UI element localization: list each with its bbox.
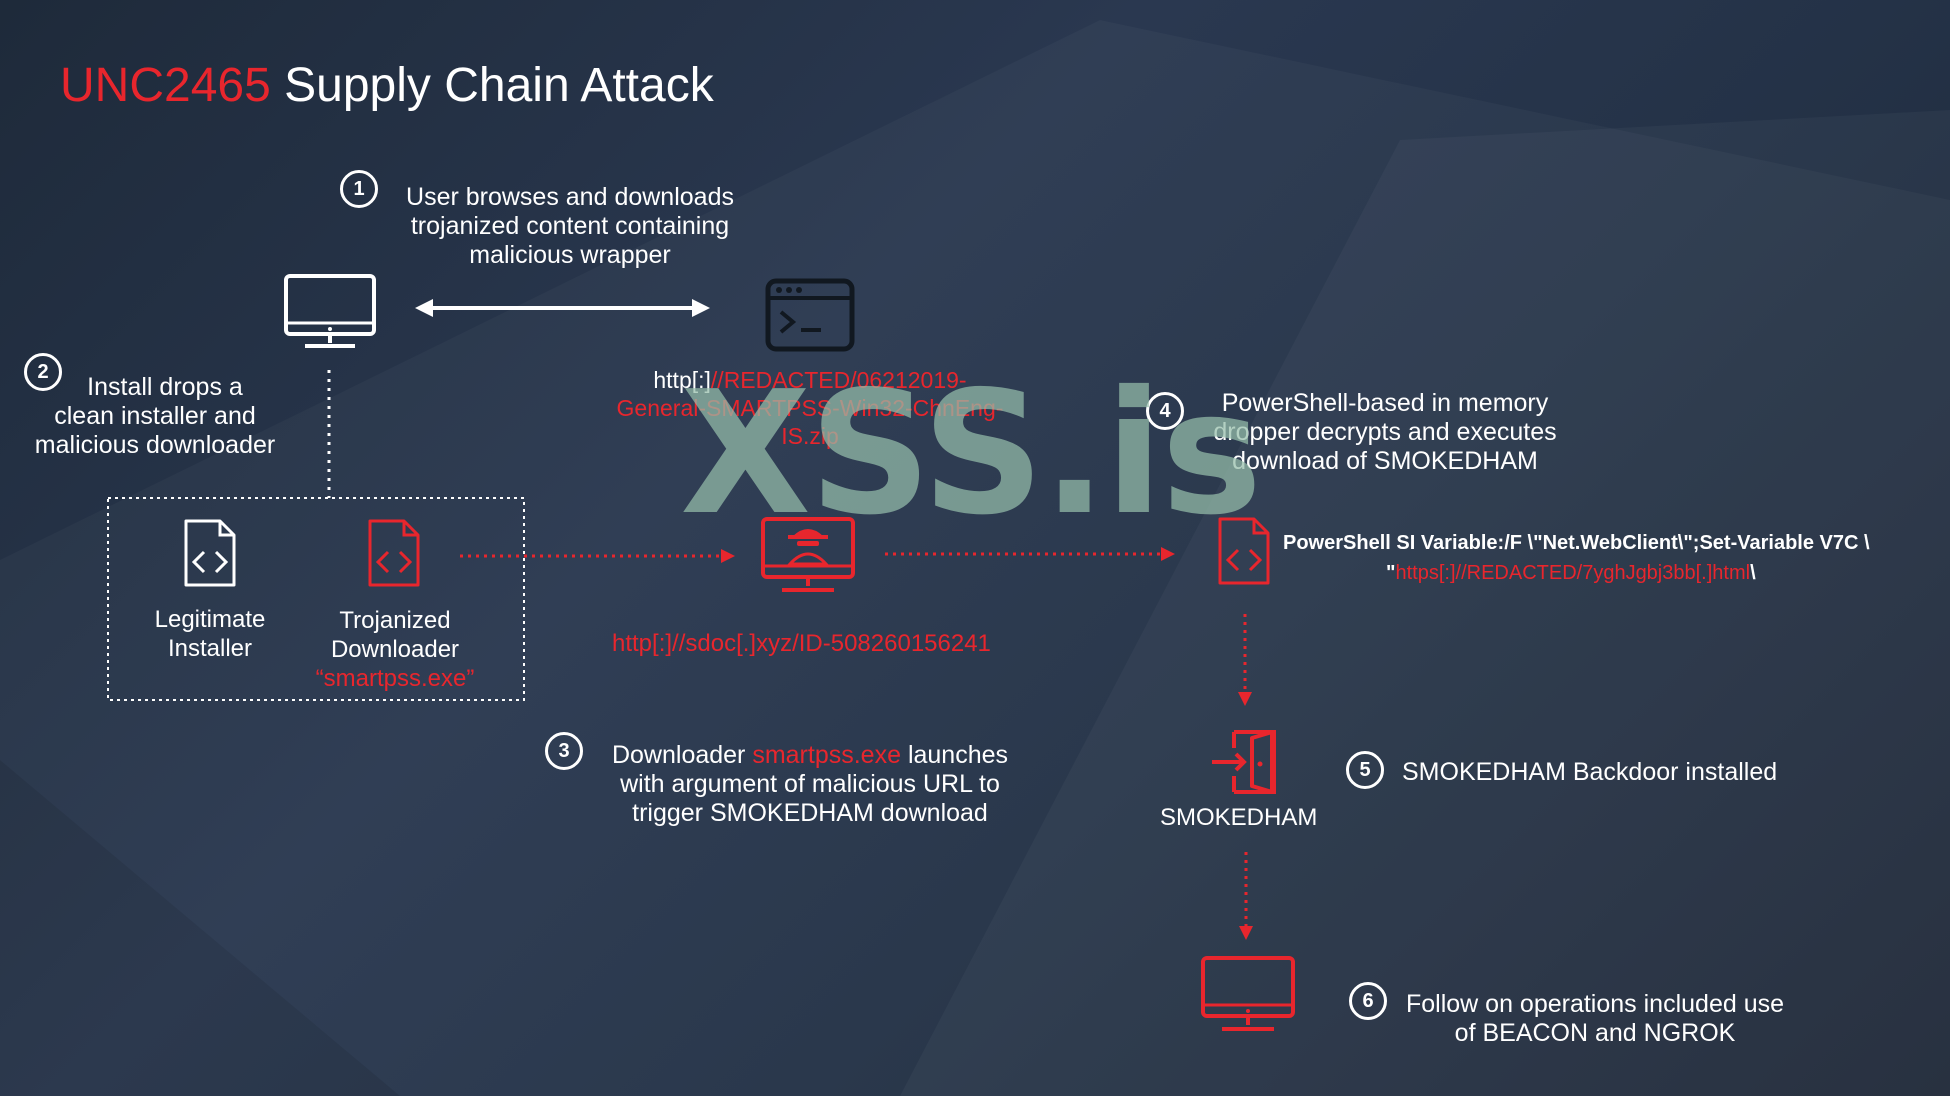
installer-box bbox=[107, 497, 525, 701]
trojan-file-name: “smartpss.exe” bbox=[315, 665, 475, 692]
door-exit-icon bbox=[1212, 730, 1276, 794]
legit-installer-label: Legitimate Installer bbox=[130, 605, 290, 663]
step-1-line: trojanized content containing bbox=[410, 212, 730, 240]
title-rest: Supply Chain Attack bbox=[270, 59, 714, 112]
url-path: //REDACTED/06212019- bbox=[710, 367, 967, 393]
step-3-badge: 3 bbox=[545, 732, 583, 770]
step-3-line: with argument of malicious URL to bbox=[620, 770, 1000, 798]
step-1-line: malicious wrapper bbox=[469, 241, 671, 269]
dotted-arrow bbox=[885, 547, 1175, 561]
dotted-arrow bbox=[1238, 614, 1252, 706]
step-2-line: malicious downloader bbox=[34, 431, 276, 459]
step-3-text: Downloader smartpss.exe launches with ar… bbox=[590, 741, 1030, 828]
step-3-filename: smartpss.exe bbox=[752, 741, 901, 769]
step-2-text: Install drops a clean installer and mali… bbox=[10, 373, 300, 460]
code-file-icon bbox=[184, 519, 236, 587]
label-line: Installer bbox=[167, 635, 253, 662]
step-3-line: Downloader bbox=[611, 741, 753, 769]
step-4-text: PowerShell-based in memory dropper decry… bbox=[1180, 389, 1590, 476]
monitor-icon bbox=[284, 274, 376, 348]
code-file-icon bbox=[1218, 517, 1270, 585]
step-2-line: Install drops a bbox=[87, 373, 243, 401]
c2-url: http[:]//sdoc[.]xyz/ID-508260156241 bbox=[612, 630, 991, 657]
step-4-line: PowerShell-based in memory bbox=[1221, 389, 1549, 417]
terminal-window-icon bbox=[765, 278, 855, 352]
step-1-text: User browses and downloads trojanized co… bbox=[375, 183, 765, 270]
dotted-arrow bbox=[1239, 852, 1253, 940]
step-4-badge: 4 bbox=[1146, 392, 1184, 430]
dotted-arrow bbox=[460, 549, 735, 563]
page-title: UNC2465 Supply Chain Attack bbox=[60, 62, 714, 110]
code-file-icon bbox=[368, 519, 420, 587]
step-3-line: trigger SMOKEDHAM download bbox=[632, 799, 988, 827]
step-6-badge: 6 bbox=[1349, 982, 1387, 1020]
powershell-url: https[:]//REDACTED/7yghJgbj3bb[.]html bbox=[1395, 562, 1751, 584]
step-1-badge: 1 bbox=[340, 170, 378, 208]
step-4-line: dropper decrypts and executes bbox=[1213, 418, 1557, 446]
step-6-text: Follow on operations included use of BEA… bbox=[1385, 990, 1805, 1048]
hacker-monitor-icon bbox=[761, 517, 855, 592]
url-scheme: http[:] bbox=[653, 367, 711, 393]
powershell-suffix: \ bbox=[1750, 562, 1756, 584]
label-line: Downloader bbox=[330, 636, 460, 663]
smokedham-label: SMOKEDHAM bbox=[1160, 804, 1318, 831]
step-6-line: Follow on operations included use bbox=[1405, 990, 1784, 1018]
label-line: Trojanized bbox=[339, 607, 451, 634]
trojan-downloader-label: Trojanized Downloader “smartpss.exe” bbox=[300, 606, 490, 693]
step-2-badge: 2 bbox=[24, 353, 62, 391]
step-3-line: launches bbox=[901, 741, 1009, 769]
powershell-command: PowerShell SI Variable:/F \"Net.WebClien… bbox=[1283, 528, 1870, 588]
url-path: General-SMARTPSS-Win32-ChnEng- bbox=[616, 395, 1004, 421]
download-url: http[:]//REDACTED/06212019- General-SMAR… bbox=[600, 366, 1020, 450]
step-2-line: clean installer and bbox=[54, 402, 256, 430]
step-5-badge: 5 bbox=[1346, 751, 1384, 789]
powershell-quote: " bbox=[1386, 562, 1396, 584]
step-1-line: User browses and downloads bbox=[406, 183, 734, 211]
bidirectional-arrow bbox=[415, 299, 710, 317]
url-path: IS.zip bbox=[781, 423, 839, 449]
step-6-line: of BEACON and NGROK bbox=[1454, 1019, 1736, 1047]
powershell-line: PowerShell SI Variable:/F \"Net.WebClien… bbox=[1283, 532, 1870, 554]
watermark: XSS.is bbox=[680, 355, 1262, 553]
step-4-line: download of SMOKEDHAM bbox=[1232, 447, 1538, 475]
dotted-connector bbox=[327, 370, 331, 498]
title-prefix: UNC2465 bbox=[60, 59, 271, 112]
monitor-icon bbox=[1201, 956, 1295, 1031]
label-line: Legitimate bbox=[154, 606, 266, 633]
step-5-text: SMOKEDHAM Backdoor installed bbox=[1402, 758, 1778, 786]
